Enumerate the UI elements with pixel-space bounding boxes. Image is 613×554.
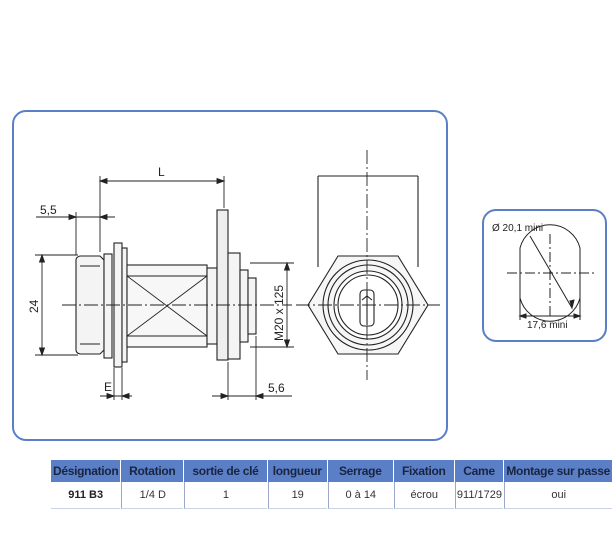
dimension-5-6-label: 5,6 <box>268 381 285 395</box>
technical-drawing: L 5,5 24 M20 x 125 E 5,6 <box>27 150 440 400</box>
hole-width-label: 17,6 mini <box>527 320 568 331</box>
dimension-thread-label: M20 x 125 <box>272 285 286 341</box>
cell-length: 19 <box>267 482 327 509</box>
dimension-24 <box>35 253 78 357</box>
hole-diameter-label: Ø 20,1 mini <box>492 223 543 234</box>
dimension-5-5 <box>36 212 115 255</box>
dimension-24-label: 24 <box>27 299 41 313</box>
cell-fixing: écrou <box>393 482 454 509</box>
dimension-thread <box>250 261 294 349</box>
cell-cam: 911/1729 <box>454 482 504 509</box>
header-mounting: Montage sur passe <box>504 460 612 482</box>
header-clamping: Serrage <box>327 460 393 482</box>
cell-clamping: 0 à 14 <box>327 482 393 509</box>
table-row: 911 B3 1/4 D 1 19 0 à 14 écrou 911/1729 … <box>51 482 612 509</box>
cell-designation: 911 B3 <box>51 482 121 509</box>
cell-mounting: oui <box>504 482 612 509</box>
dimension-5-5-label: 5,5 <box>40 203 57 217</box>
header-rotation: Rotation <box>121 460 184 482</box>
header-length: longueur <box>267 460 327 482</box>
header-key-exit: sortie de clé <box>184 460 267 482</box>
cell-key-exit: 1 <box>184 482 267 509</box>
header-designation: Désignation <box>51 460 121 482</box>
dimension-L-label: L <box>158 165 165 179</box>
mounting-hole-drawing: Ø 20,1 mini 17,6 mini <box>492 223 595 331</box>
header-cam: Came <box>454 460 504 482</box>
dimension-L <box>98 176 226 252</box>
header-fixing: Fixation <box>393 460 454 482</box>
dimension-E-label: E <box>104 380 112 394</box>
dimension-E <box>100 368 132 400</box>
specification-table: Désignation Rotation sortie de clé longu… <box>50 460 613 509</box>
cell-rotation: 1/4 D <box>121 482 184 509</box>
dimension-5-6 <box>212 336 292 400</box>
table-header-row: Désignation Rotation sortie de clé longu… <box>51 460 612 482</box>
